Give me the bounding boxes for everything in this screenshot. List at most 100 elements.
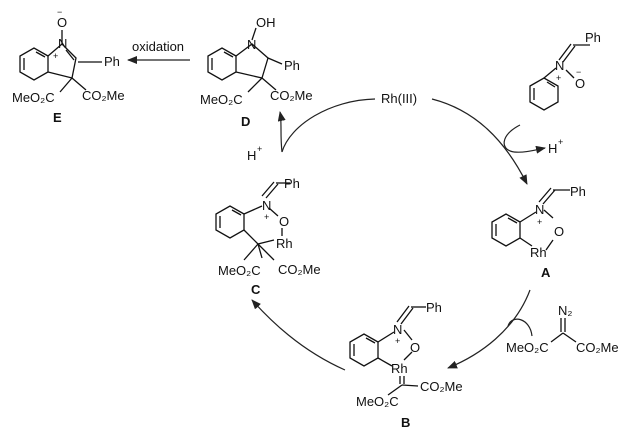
- c-n-double-bond-B: [396, 305, 414, 325]
- c-rh-bond-A: [519, 237, 533, 247]
- ester-bond-left-D: [247, 77, 263, 93]
- plus-charge-C: +: [264, 212, 269, 222]
- proton-release-arrow: [513, 145, 546, 154]
- meo2c-label-D: MeO₂C: [200, 92, 243, 107]
- ph-label-D: Ph: [284, 58, 300, 73]
- oh-bond-D: [251, 27, 257, 41]
- oxidation-label: oxidation: [132, 39, 184, 54]
- ph-label-B: Ph: [426, 300, 442, 315]
- ph-label-A: Ph: [570, 184, 586, 199]
- cycle-arc-C-to-Rh: [281, 98, 376, 153]
- co2me-label-diazo: CO₂Me: [576, 340, 619, 355]
- c-n-double-bond-C: [261, 181, 279, 199]
- oxygen-label-E: O: [57, 15, 67, 30]
- n-aryl-bond-nitrone: [543, 67, 557, 79]
- nitrone-entry-arrow: [503, 124, 521, 153]
- oxygen-label-A: O: [554, 224, 564, 239]
- ph-label-E: Ph: [104, 54, 120, 69]
- benzene-ring-D: [207, 47, 237, 81]
- compound-label-E: E: [53, 110, 62, 125]
- plus-charge-B: +: [395, 336, 400, 346]
- catalytic-cycle: [251, 98, 546, 371]
- diazo-entry-arrow: [507, 318, 533, 337]
- metallacycle-bonds-B: [403, 329, 413, 361]
- ester-bond-right-D: [261, 77, 277, 91]
- proton-out-charge: +: [558, 137, 563, 147]
- n2-label: N₂: [558, 303, 572, 318]
- metallacycle-bonds-A: [543, 209, 554, 251]
- benzene-ring-C: [215, 205, 245, 239]
- rh-label-A: Rh: [530, 245, 547, 260]
- ph-bond-D: [267, 57, 283, 65]
- nitrogen-label-A: N: [535, 202, 544, 217]
- compound-label-C: C: [251, 282, 261, 297]
- c-c-bond-C: [243, 229, 259, 245]
- ester-bond-left-B: [387, 384, 403, 396]
- benzene-ring-B: [349, 333, 379, 367]
- rh-carbene-double-bond-B: [399, 376, 405, 384]
- c-n-bond-A: [519, 211, 537, 223]
- compound-E: O N − + Ph MeO₂C CO₂Me E: [12, 7, 125, 125]
- ph-label-C: Ph: [284, 176, 300, 191]
- five-ring-E: [47, 43, 77, 79]
- proton-in-charge: +: [257, 144, 262, 154]
- compound-label-B: B: [401, 415, 410, 430]
- oxygen-label-B: O: [410, 340, 420, 355]
- nitrogen-label-nitrone: N: [555, 58, 564, 73]
- c-n2-double-bond: [560, 318, 566, 332]
- cycle-arc-Rh-to-A: [431, 98, 528, 185]
- nitrogen-label-C: N: [262, 198, 271, 213]
- catalyst-label: Rh(III): [381, 91, 417, 106]
- arrow-to-D: [277, 111, 286, 153]
- ester-bond-right-B: [401, 384, 419, 387]
- proton-in-label: H: [247, 148, 256, 163]
- c-rh-bond-B: [377, 357, 393, 367]
- co2me-label-D: CO₂Me: [270, 88, 313, 103]
- cycle-arc-A-to-B: [447, 289, 531, 369]
- oxidation-step: oxidation: [127, 39, 190, 64]
- oh-label-D: OH: [256, 15, 276, 30]
- co2me-label-E: CO₂Me: [82, 88, 125, 103]
- n-o-bond-nitrone: [565, 69, 575, 79]
- co2me-label-B: CO₂Me: [420, 379, 463, 394]
- benzene-ring-nitrone: [529, 77, 559, 111]
- meo2c-label-B: MeO₂C: [356, 394, 399, 409]
- nitrogen-label-D: N: [247, 37, 256, 52]
- proton-out-label: H: [548, 141, 557, 156]
- nitrogen-label-E: N: [58, 36, 67, 51]
- meo2c-label-C: MeO₂C: [218, 263, 261, 278]
- ph-label-nitrone: Ph: [585, 30, 601, 45]
- compound-B: N + O Rh Ph CO₂Me MeO₂C B: [349, 300, 463, 430]
- plus-charge-nitrone: +: [556, 73, 561, 83]
- compound-D: OH N Ph MeO₂C CO₂Me D: [200, 15, 313, 129]
- ester-bond-left-C: [243, 243, 259, 261]
- ester-bond-left-diazo: [550, 332, 564, 343]
- nitrogen-label-B: N: [393, 322, 402, 337]
- nitrone-reagent: N + O − Ph: [529, 30, 601, 111]
- c-n-bond-B: [377, 331, 395, 343]
- ester-bond-right-diazo: [562, 332, 577, 343]
- oxygen-label-C: O: [279, 214, 289, 229]
- benzene-ring-E: [19, 47, 49, 81]
- meo2c-label-E: MeO₂C: [12, 90, 55, 105]
- rh-label-C: Rh: [276, 236, 293, 251]
- compound-A: N + O Rh Ph A: [491, 184, 586, 280]
- minus-charge-nitrone: −: [576, 67, 581, 77]
- minus-charge-E: −: [57, 7, 62, 17]
- c-n-double-bond-nitrone: [558, 43, 576, 63]
- plus-charge-A: +: [537, 217, 542, 227]
- c-n-bond-C: [243, 205, 263, 215]
- compound-C: N + O Rh Ph MeO₂C CO₂Me C: [215, 176, 321, 297]
- meo2c-label-diazo: MeO₂C: [506, 340, 549, 355]
- cycle-arc-B-to-C: [251, 299, 346, 371]
- compound-label-D: D: [241, 114, 250, 129]
- oxygen-label-nitrone: O: [575, 76, 585, 91]
- compound-label-A: A: [541, 265, 551, 280]
- ester-bond-right-E: [71, 77, 87, 91]
- benzene-ring-A: [491, 213, 521, 247]
- co2me-label-C: CO₂Me: [278, 262, 321, 277]
- plus-charge-E: +: [53, 51, 58, 61]
- rh-label-B: Rh: [391, 361, 408, 376]
- diazomalonate-reagent: N₂ MeO₂C CO₂Me: [506, 303, 619, 355]
